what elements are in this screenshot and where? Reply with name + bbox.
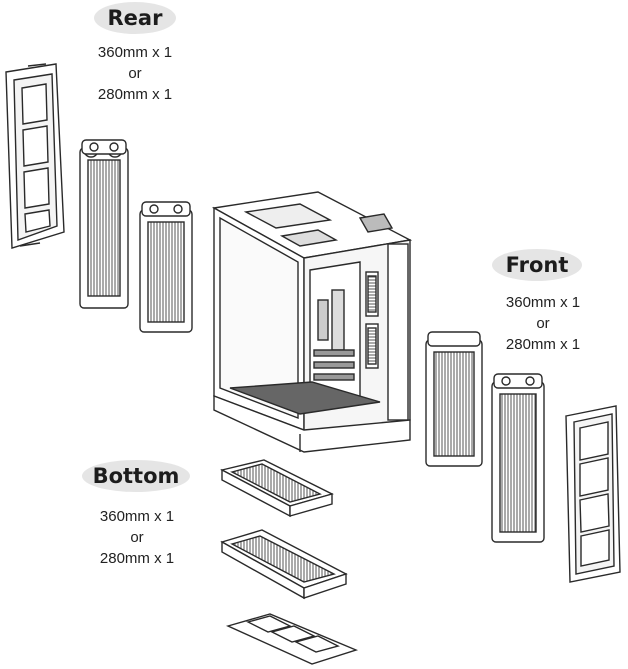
- rear-radiator-280: [139, 201, 193, 333]
- bottom-radiator-280: [220, 459, 334, 518]
- front-spec: 360mm x 1 or 280mm x 1: [478, 292, 608, 355]
- bottom-mounting-bracket: [225, 613, 359, 665]
- pc-case: [211, 191, 413, 453]
- rear-label: Rear: [94, 2, 176, 34]
- front-spec-line1: 360mm x 1: [505, 294, 581, 311]
- bottom-spec-line3: 280mm x 1: [99, 550, 175, 567]
- front-radiator-280: [425, 331, 483, 467]
- front-radiator-360: [491, 373, 545, 543]
- bottom-spec-line2: or: [130, 529, 144, 546]
- rear-mounting-bracket: [5, 63, 65, 249]
- bottom-label: Bottom: [82, 460, 190, 492]
- rear-spec-line2: or: [128, 65, 142, 82]
- rear-radiator-360: [79, 139, 129, 309]
- front-spec-line3: 280mm x 1: [505, 336, 581, 353]
- front-mounting-bracket: [565, 405, 621, 583]
- rear-spec-line1: 360mm x 1: [97, 44, 173, 61]
- front-spec-line2: or: [536, 315, 550, 332]
- rear-spec: 360mm x 1 or 280mm x 1: [70, 42, 200, 105]
- bottom-radiator-360: [220, 529, 348, 600]
- front-label: Front: [492, 249, 582, 281]
- bottom-spec: 360mm x 1 or 280mm x 1: [72, 506, 202, 569]
- bottom-spec-line1: 360mm x 1: [99, 508, 175, 525]
- rear-spec-line3: 280mm x 1: [97, 86, 173, 103]
